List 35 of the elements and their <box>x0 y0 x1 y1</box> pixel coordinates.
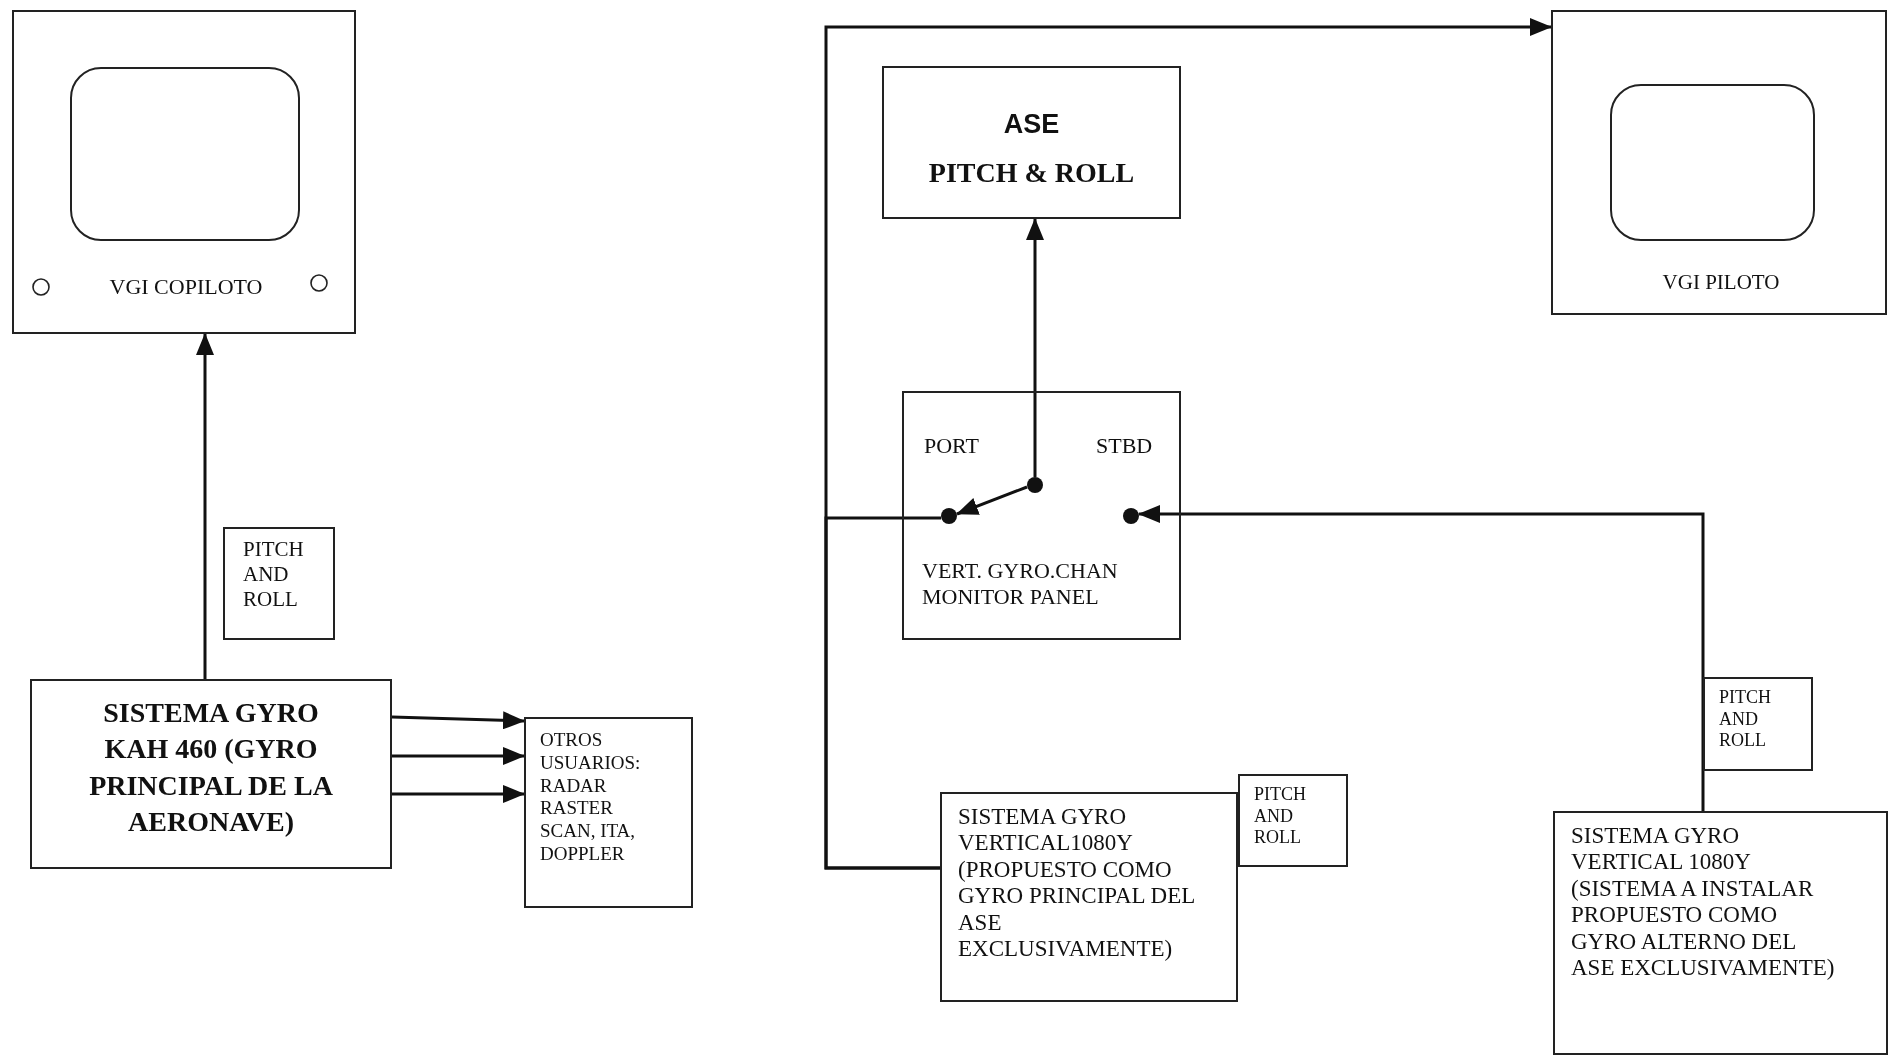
switch-contact-dot <box>941 508 957 524</box>
signal-label: PITCH AND ROLL <box>243 537 305 613</box>
switch-contact-dot <box>1123 508 1139 524</box>
arrow <box>392 747 525 765</box>
panel-label: STBD <box>1096 433 1154 460</box>
signal-label: PITCH AND ROLL <box>1719 687 1772 752</box>
display-label: VGI PILOTO <box>1661 270 1781 296</box>
signal-label: PITCH AND ROLL <box>1254 784 1307 849</box>
system-label: OTROS USUARIOS: RADAR RASTER SCAN, ITA, DOPPLER <box>540 729 642 866</box>
signal-label-box <box>1238 774 1348 867</box>
system-label: SISTEMA GYRO VERTICAL 1080Y (SISTEMA A INSTALAR PROPUESTO COMO GYRO ALTERNO DEL ASE EXCLUSIVAMENTE) <box>1571 823 1836 982</box>
display-label: VGI COPILOTO <box>108 274 264 301</box>
system-label: PITCH & ROLL <box>927 156 1136 190</box>
system-label: ASE <box>1002 108 1061 141</box>
system-box <box>30 679 392 869</box>
monitor-panel-box <box>902 391 1181 640</box>
arrow <box>391 711 525 730</box>
system-box <box>882 66 1181 219</box>
signal-label-box <box>223 527 335 640</box>
system-box <box>1553 811 1888 1055</box>
arrow <box>392 785 525 803</box>
display-unit-box <box>1551 10 1887 315</box>
system-box <box>524 717 693 908</box>
system-label: SISTEMA GYRO VERTICAL1080Y (PROPUESTO COMO GYRO PRINCIPAL DEL ASE EXCLUSIVAMENTE) <box>958 804 1196 963</box>
signal-label-box <box>1703 677 1813 771</box>
arrow <box>1026 218 1044 477</box>
arrow <box>956 485 1028 516</box>
system-box <box>940 792 1238 1002</box>
panel-label: PORT <box>924 433 980 460</box>
switch-pivot-dot <box>1027 477 1043 493</box>
arrow <box>1138 505 1705 811</box>
panel-label: VERT. GYRO.CHAN MONITOR PANEL <box>922 558 1119 611</box>
arrow <box>196 333 214 679</box>
display-unit-box <box>12 10 356 334</box>
system-label: SISTEMA GYRO KAH 460 (GYRO PRINCIPAL DE LA AERONAVE) <box>88 696 334 840</box>
